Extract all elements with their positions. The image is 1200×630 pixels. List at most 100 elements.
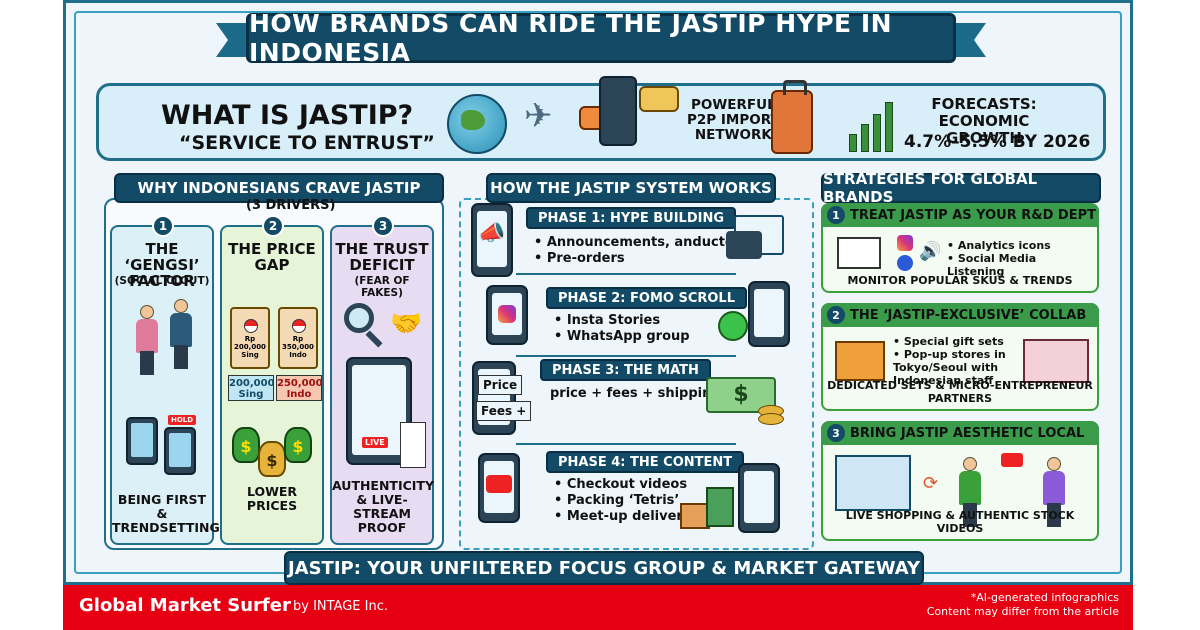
youtube-icon [1001, 453, 1023, 467]
driver-foot-3: AUTHENTICITY & LIVE-STREAM PROOF [332, 478, 435, 535]
driver-card-2: 2 THE PRICE GAP Rp 200,000 Sing Rp 350,0… [220, 215, 324, 545]
network-label: POWERFUL P2P IMPORT NETWORK [687, 98, 780, 143]
what-heading: WHAT IS JASTIP? [161, 100, 414, 131]
strategy-2-item-3: Tokyo/Seoul with [893, 361, 999, 374]
phone-social-icon-2 [164, 427, 196, 475]
shopper-man-icon [170, 299, 192, 369]
presenter-man-icon [1043, 457, 1065, 527]
system-heading: HOW THE JASTIP SYSTEM WORKS [486, 173, 776, 203]
phase-2-item-2: • WhatsApp group [554, 329, 690, 344]
phase-4-items: • Checkout videos • Packing ‘Tetris’ • M… [554, 477, 691, 525]
driver-card-3: 3 THE TRUST DEFICIT (FEAR OF FAKES) 🤝 LI… [330, 215, 435, 545]
driver-number-2: 2 [262, 215, 284, 237]
phase-1-items: • Announcements, anducters • Pre-orders [534, 235, 748, 267]
phase-3-title: PHASE 3: THE MATH [540, 359, 711, 381]
price-box: Price [478, 375, 523, 395]
footer-note-line-2: Content may differ from the article [926, 605, 1119, 618]
strategy-1-item-1: • Analytics icons [947, 239, 1051, 252]
megaphone-icon: 📣 [478, 221, 506, 246]
phase1-phone-icon [471, 203, 513, 277]
strategy-title-3: BRING JASTIP AESTHETIC LOCAL [850, 425, 1085, 441]
strategy-header-3: 3 BRING JASTIP AESTHETIC LOCAL [821, 421, 1099, 445]
network-line-1: POWERFUL [691, 97, 776, 113]
smartphone-icon [599, 76, 637, 146]
what-subheading: “SERVICE TO ENTRUST” [179, 132, 435, 154]
price-label-sing: 200,000 Sing [228, 375, 275, 401]
cash-icon: $ [706, 377, 776, 413]
whatsapp-icon [718, 311, 748, 341]
package-icon-1 [680, 503, 710, 529]
strategy-foot-3: LIVE SHOPPING & AUTHENTIC STOCK VIDEOS [845, 509, 1075, 535]
package-icon-2 [706, 487, 734, 527]
driver-foot-2: LOWER PRICES [246, 484, 298, 513]
strategy-2-item-2: • Pop-up stores in [893, 348, 1006, 361]
flow-arrow-1 [516, 273, 736, 275]
forecast-line-2: ECONOMIC GROWTH [938, 112, 1030, 147]
instagram-icon [498, 305, 516, 323]
footer-by: by INTAGE Inc. [293, 599, 389, 614]
driver-sub-1: (SOCIAL CLOUT) [114, 275, 210, 287]
money-bag-icon-2: $ [258, 441, 286, 477]
flow-arrow-3 [516, 443, 736, 445]
footer-brand: Global Market Surfer [79, 595, 291, 616]
phase4-map-phone-icon [738, 463, 780, 533]
speaker-icon: 🔊 [919, 241, 942, 262]
suitcase-icon [771, 80, 813, 154]
strategy-foot-1: MONITOR POPULAR SKUS & TRENDS [847, 274, 1073, 287]
phase-4-item-3: • Meet-up delivery [554, 509, 692, 524]
magnifier-icon [344, 303, 374, 333]
gift-box-icon [835, 341, 885, 381]
price-tag-sing: Rp 200,000 Sing [230, 307, 270, 369]
forecast-label: FORECASTS: ECONOMIC GROWTH [909, 96, 1059, 147]
strategy-title-2: THE ‘JASTIP-EXCLUSIVE’ COLLAB [850, 307, 1087, 323]
strategy-number-2: 2 [827, 306, 845, 324]
network-line-3: NETWORK [694, 127, 772, 143]
phase-4-title: PHASE 4: THE CONTENT [546, 451, 745, 473]
what-is-jastip-box: WHAT IS JASTIP? “SERVICE TO ENTRUST” ✈ P… [96, 76, 1106, 161]
phase-4-item-1: • Checkout videos [554, 477, 688, 492]
receipt-icon [400, 422, 426, 468]
forecast-line-1: FORECASTS: [931, 95, 1037, 113]
coin-icon-2 [758, 413, 784, 425]
money-bag-icon-3: $ [284, 427, 312, 463]
phase3-phone-icon [472, 361, 516, 435]
driver-number-3: 3 [372, 215, 394, 237]
forecast-value: 4.7%–5.5% BY 2026 [904, 132, 1091, 152]
phase2-phone-right-icon [748, 281, 790, 347]
flow-arrow-2 [516, 355, 736, 357]
facebook-icon [897, 255, 913, 271]
footer-note-line-1: *AI-generated infographics [970, 591, 1119, 604]
popup-store-icon [1023, 339, 1089, 383]
strategy-header-2: 2 THE ‘JASTIP-EXCLUSIVE’ COLLAB [821, 303, 1099, 327]
handshake-icon: 🤝 [390, 309, 423, 339]
driver-title-1: THE ‘GENGSI’ FACTOR [124, 240, 200, 290]
video-play-icon [486, 475, 512, 493]
title-banner: HOW BRANDS CAN RIDE THE JASTIP HYPE IN I… [246, 9, 956, 67]
phase-4-item-2: • Packing ‘Tetris’ [554, 493, 680, 508]
strategy-2-item-4: Indonesian staff [893, 374, 994, 387]
network-line-2: P2P IMPORT [687, 112, 780, 128]
phone-social-icon-1 [126, 417, 158, 465]
driver-number-1: 1 [152, 215, 174, 237]
drivers-heading: WHY INDONESIANS CRAVE JASTIP [114, 173, 444, 203]
globe-icon [447, 94, 507, 154]
infographic-frame: HOW BRANDS CAN RIDE THE JASTIP HYPE IN I… [63, 0, 1133, 585]
phase-3-items: price + fees + shipping [550, 386, 721, 402]
shopper-woman-icon [136, 305, 158, 375]
bottom-banner: JASTIP: YOUR UNFILTERED FOCUS GROUP & MA… [284, 551, 924, 585]
strategy-number-3: 3 [827, 424, 845, 442]
price-tag-indo: Rp 350,000 Indo [278, 307, 318, 369]
footer-note: *AI-generated infographics Content may d… [927, 591, 1119, 619]
strategy-body-1: • Analytics icons • Social Media Listeni… [947, 239, 1097, 278]
driver-card-1: 1 THE ‘GENGSI’ FACTOR (SOCIAL CLOUT) HOL… [110, 215, 220, 545]
price-label-indo: 250,000 Indo [276, 375, 323, 401]
live-badge: LIVE [362, 437, 388, 448]
instagram-icon [897, 235, 913, 251]
airplane-icon: ✈ [524, 96, 553, 136]
phase-2-title: PHASE 2: FOMO SCROLL [546, 287, 747, 309]
phase-3-item-1: price + fees + shipping [550, 386, 721, 401]
strategy-foot-2: DEDICATED SETS & MICRO-ENTREPRENEUR PART… [827, 379, 1093, 405]
